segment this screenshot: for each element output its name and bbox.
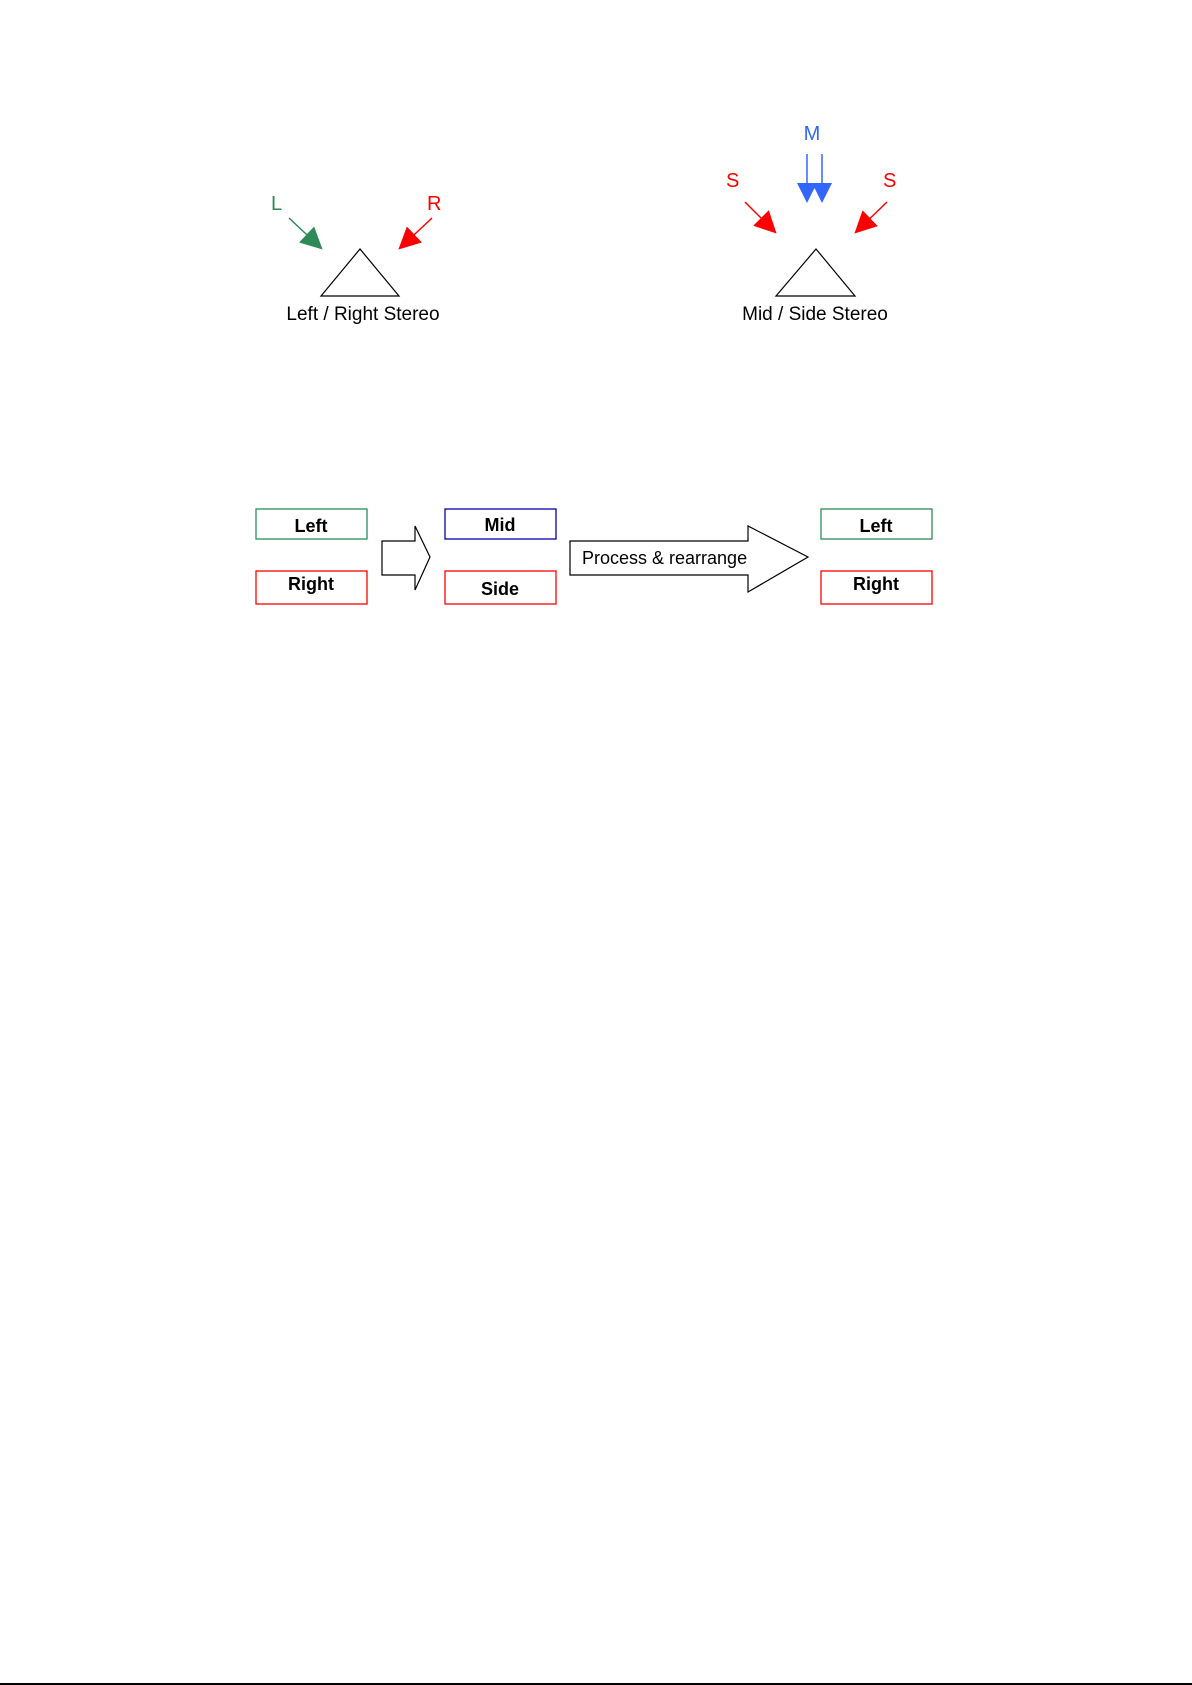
ms-stereo-diagram: M S S Mid / Side Stereo xyxy=(726,123,896,325)
output-left-label: Left xyxy=(860,516,893,536)
side-left-label: S xyxy=(726,170,739,192)
lr-caption: Left / Right Stereo xyxy=(286,304,439,325)
side-box-label: Side xyxy=(481,579,519,599)
left-channel-label: L xyxy=(271,193,282,215)
mid-channel-label: M xyxy=(804,123,821,145)
ms-caption: Mid / Side Stereo xyxy=(742,304,888,325)
right-channel-label: R xyxy=(427,193,441,215)
lr-listener-triangle xyxy=(321,249,399,296)
left-channel-arrow xyxy=(289,218,321,248)
input-left-label: Left xyxy=(295,516,328,536)
side-left-arrow xyxy=(745,202,775,232)
ms-listener-triangle xyxy=(776,249,855,296)
side-right-arrow xyxy=(856,202,887,232)
mid-box-label: Mid xyxy=(485,515,516,535)
side-right-label: S xyxy=(883,170,896,192)
right-channel-arrow xyxy=(400,218,432,248)
input-right-label: Right xyxy=(288,574,334,594)
process-label: Process & rearrange xyxy=(582,548,747,568)
processing-flow: Left Right Mid Side Process & rearrange … xyxy=(256,509,932,604)
lr-stereo-diagram: L R Left / Right Stereo xyxy=(271,193,441,325)
encode-block-arrow xyxy=(382,526,430,590)
output-right-label: Right xyxy=(853,574,899,594)
